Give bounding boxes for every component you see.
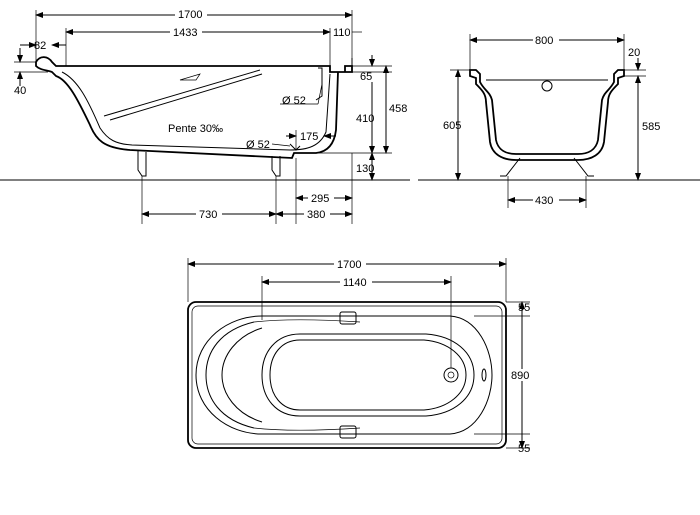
- grab-handle-bottom-icon: [339, 425, 357, 439]
- dim-drain-to-end-label: 295: [311, 193, 329, 205]
- dim-inner-length-label: 1433: [173, 27, 197, 39]
- dim-end-feet-spacing-label: 430: [535, 195, 553, 207]
- tub-top-outer-basin: [195, 315, 493, 435]
- dim-inner-depth-label: 410: [356, 113, 374, 125]
- dim-top-margin-label: 55: [518, 302, 530, 314]
- tub-side-outline: [35, 56, 353, 159]
- dim-end-width-label: 800: [535, 35, 553, 47]
- dim-top-width-label: 890: [511, 370, 529, 382]
- side-view: 1700 1433 82 110 40 65 410: [0, 7, 410, 224]
- dim-foot-to-end-label: 380: [307, 209, 325, 221]
- dim-end-total-height-label: 605: [443, 120, 461, 132]
- overflow-diameter-label: Ø 52: [282, 95, 306, 107]
- tub-top-inner-basin: [261, 333, 475, 417]
- grab-handle-top-icon: [339, 311, 357, 325]
- backrest-groove: [103, 69, 263, 121]
- overflow-icon: [541, 80, 553, 92]
- foot-end-left: [500, 157, 521, 177]
- foot-left: [137, 150, 147, 177]
- tub-top-outline: [187, 301, 507, 449]
- dim-right-rim-label: 110: [333, 27, 351, 39]
- slope-label: Pente 30‰: [168, 123, 223, 135]
- dim-foot-height-label: 130: [356, 163, 374, 175]
- tub-inner-line: [61, 71, 331, 151]
- dim-overall-length-label: 1700: [178, 9, 202, 21]
- drain-fitting: [289, 143, 301, 151]
- backrest-handle-icon: [179, 73, 201, 81]
- foot-end-right: [573, 157, 594, 177]
- dim-end-inner-height-label: 585: [642, 121, 660, 133]
- foot-right: [271, 156, 281, 177]
- dim-top-offset-label: 65: [360, 71, 372, 83]
- dim-left-rim-label: 82: [34, 40, 46, 52]
- overflow-pipe: [315, 67, 323, 101]
- top-view: 1700 1140 890 55 55: [187, 257, 536, 455]
- drain-diameter-label: Ø 52: [246, 139, 270, 151]
- dim-top-length-label: 1700: [337, 259, 361, 271]
- dim-total-depth-label: 458: [389, 103, 407, 115]
- overflow-top-icon: [481, 368, 487, 382]
- tub-end-outline: [469, 69, 625, 161]
- dim-feet-spacing-label: 730: [199, 209, 217, 221]
- end-view: 800 20 605 585 430: [418, 33, 700, 208]
- dim-end-rim-label: 20: [628, 47, 640, 59]
- drain-icon: [443, 367, 459, 383]
- dim-bottom-margin-label: 55: [518, 443, 530, 455]
- dim-top-inner-length-label: 1140: [343, 277, 367, 289]
- drain-offset-label: 175: [300, 131, 318, 143]
- dim-rim-height-label: 40: [14, 85, 26, 97]
